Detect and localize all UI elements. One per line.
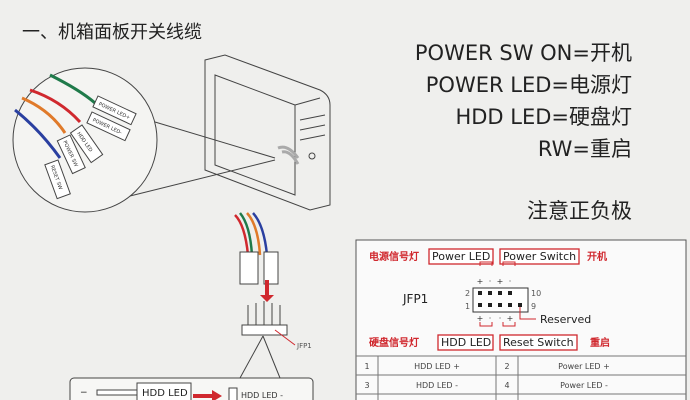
table-cell: 1 xyxy=(364,362,369,371)
pin-num-2: 2 xyxy=(465,289,470,298)
legend-power-led: POWER LED=电源灯 xyxy=(426,73,632,97)
inset-right-label: HDD LED - xyxy=(241,391,283,400)
hdd-led-cn: 硬盘信号灯 xyxy=(369,336,419,349)
svg-text:+: + xyxy=(497,277,504,286)
pin-inset: − HDD LED HDD LED - xyxy=(69,377,314,400)
svg-text:·: · xyxy=(489,277,492,286)
hdd-led-box: HDD LED xyxy=(441,336,491,349)
polarity-note: 注意正负极 xyxy=(527,199,632,223)
minus-sign: − xyxy=(80,388,88,398)
table-cell: Power LED - xyxy=(560,381,608,390)
reset-switch-box: Reset Switch xyxy=(503,336,574,349)
jfp1-label: JFP1 xyxy=(296,342,312,350)
plug-illustration: JFP1 xyxy=(234,212,312,379)
table-cell: HDD LED - xyxy=(416,381,458,390)
svg-text:+: + xyxy=(477,277,484,286)
cable-zoom-illustration: POWER LED+ POWER LED- HDD LED POWER SW R… xyxy=(12,67,276,213)
table-cell: 4 xyxy=(504,381,509,390)
svg-text:+: + xyxy=(507,314,514,323)
pin-num-10: 10 xyxy=(531,289,541,298)
table-cell: Power LED + xyxy=(558,362,610,371)
power-led-box: Power LED xyxy=(432,250,490,263)
legend-rw: RW=重启 xyxy=(538,137,632,161)
svg-text:+: + xyxy=(477,314,484,323)
table-cell: 3 xyxy=(364,381,369,390)
inset-left-label: HDD LED xyxy=(142,388,188,399)
pin-num-1: 1 xyxy=(465,302,470,311)
table-cell: HDD LED + xyxy=(414,362,460,371)
reserved-label: Reserved xyxy=(540,313,591,326)
power-switch-box: Power Switch xyxy=(503,250,576,263)
svg-text:·: · xyxy=(509,277,512,286)
pc-case-illustration xyxy=(204,54,331,211)
legend-power-sw: POWER SW ON=开机 xyxy=(415,41,632,65)
svg-text:·: · xyxy=(489,314,492,323)
title: 一、机箱面板开关线缆 xyxy=(22,22,202,43)
legend-hdd-led: HDD LED=硬盘灯 xyxy=(455,105,632,129)
power-led-cn: 电源信号灯 xyxy=(369,250,419,263)
header-label: JFP1 xyxy=(402,292,428,306)
svg-text:·: · xyxy=(499,314,502,323)
pin-table: 1 HDD LED + 2 Power LED + 3 HDD LED - 4 … xyxy=(356,355,686,400)
table-cell: 2 xyxy=(504,362,509,371)
jfp1-pinout-panel: 电源信号灯 Power LED Power Switch 开机 JFP1 2 1… xyxy=(355,239,687,400)
pin-num-9: 9 xyxy=(531,302,536,311)
reset-cn: 重启 xyxy=(590,336,610,349)
power-on-cn: 开机 xyxy=(587,250,607,263)
